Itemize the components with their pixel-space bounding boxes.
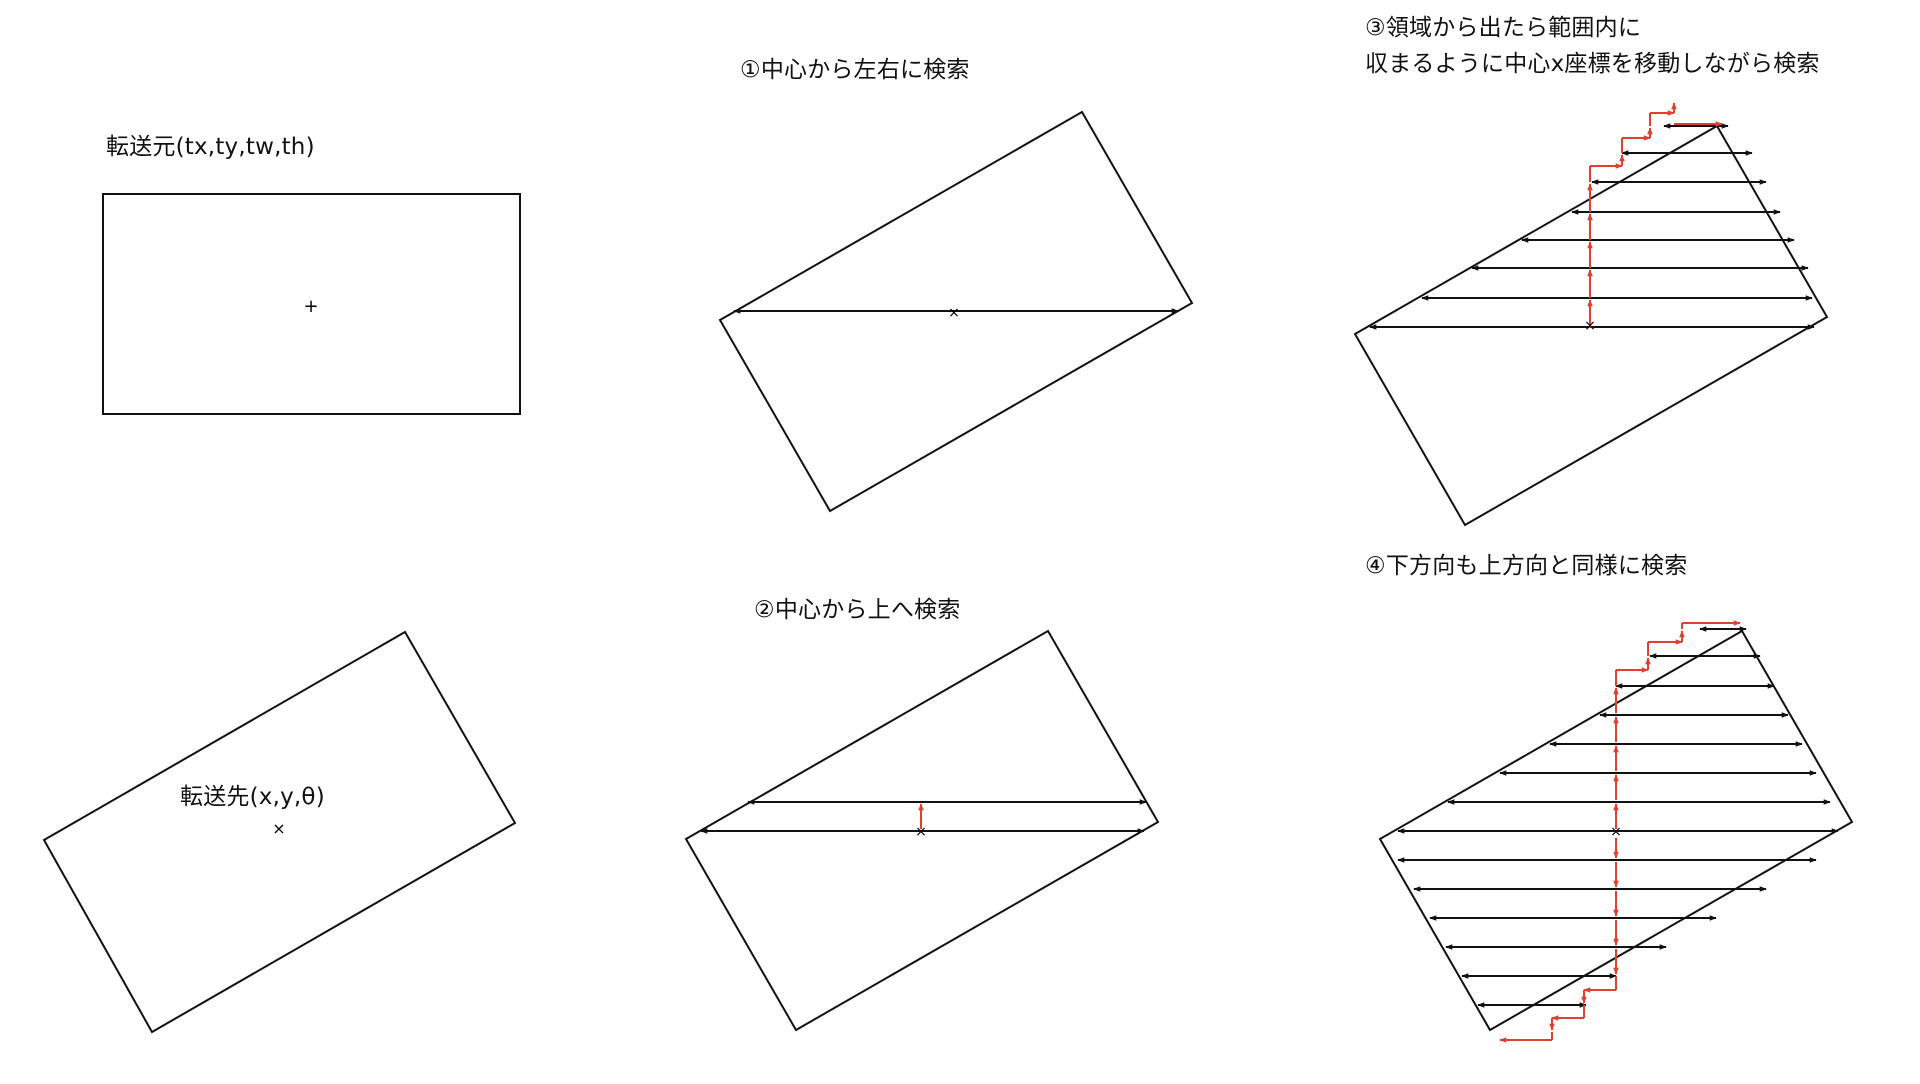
step4-center-cross: × [1610,824,1622,840]
step1-rotated-rectangle [718,110,1194,513]
step1-center-cross: × [948,305,960,321]
shapes-layer [42,110,1854,1034]
step4-rotated-rectangle [1378,629,1854,1032]
search-arrows-layer [700,123,1839,1008]
center-markers-layer: + × × × × × [272,296,1622,840]
source-rectangle [102,193,521,415]
step3-label-line1: ③領域から出たら範囲内に [1365,15,1642,41]
step2-label: ②中心から上へ検索 [754,597,961,623]
destination-rotated-rectangle [42,630,517,1034]
center-move-arrows-layer [918,102,1741,1043]
step1-label: ①中心から左右に検索 [740,57,970,83]
step2-rotated-rectangle [684,629,1160,1032]
step3-rotated-rectangle [1353,124,1829,527]
destination-center-cross: × [272,819,285,838]
destination-label: 転送先(x,y,θ) [180,784,325,810]
source-label: 転送元(tx,ty,tw,th) [106,134,315,160]
step4-label: ④下方向も上方向と同様に検索 [1365,553,1688,579]
step3-center-cross: × [1584,318,1596,334]
step2-center-cross: × [915,824,927,840]
step3-label-line2: 収まるように中心x座標を移動しながら検索 [1365,51,1820,77]
source-center-plus: + [303,296,318,317]
